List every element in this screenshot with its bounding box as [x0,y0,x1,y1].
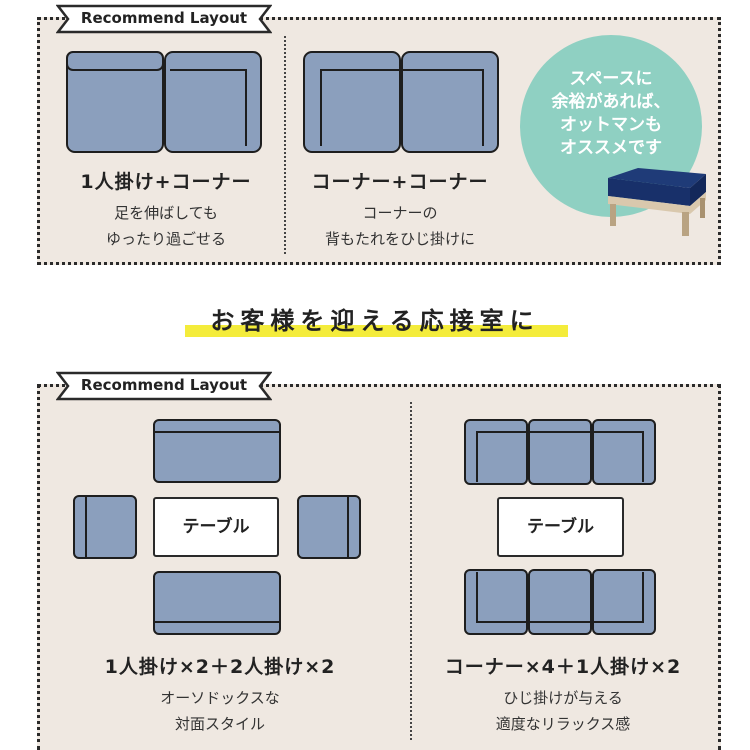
layout-title: 1人掛け+コーナー [80,171,252,193]
divider [410,402,412,740]
layout-desc: ひじ掛けが与える適度なリラックス感 [495,689,631,733]
face-to-face-layout-diagram [73,419,361,635]
table: テーブル [497,497,624,557]
ottoman-bubble-text: スペースに余裕があれば、 オットマンもオススメです [551,69,671,158]
recommend-layout-tag: Recommend Layout [56,371,272,401]
divider [284,36,286,254]
layout-title: コーナー×4＋1人掛け×2 [444,656,682,678]
table: テーブル [153,497,279,557]
corner-plus-corner-diagram [303,51,499,153]
one-seater-plus-corner-diagram [66,51,262,153]
headline-highlight [185,325,568,337]
layout-title: 1人掛け×2＋2人掛け×2 [104,656,336,678]
layout-desc: オーソドックスな対面スタイル [160,689,280,733]
recommend-layout-tag: Recommend Layout [56,4,272,34]
layout-desc: 足を伸ばしてもゆったり過ごせる [105,204,226,248]
corner-layout-diagram [464,419,656,635]
ottoman-image [608,168,706,236]
layout-desc: コーナーの背もたれをひじ掛けに [324,204,475,248]
headline: お客様を迎える応接室に [210,307,540,335]
layout-title: コーナー+コーナー [311,171,489,193]
